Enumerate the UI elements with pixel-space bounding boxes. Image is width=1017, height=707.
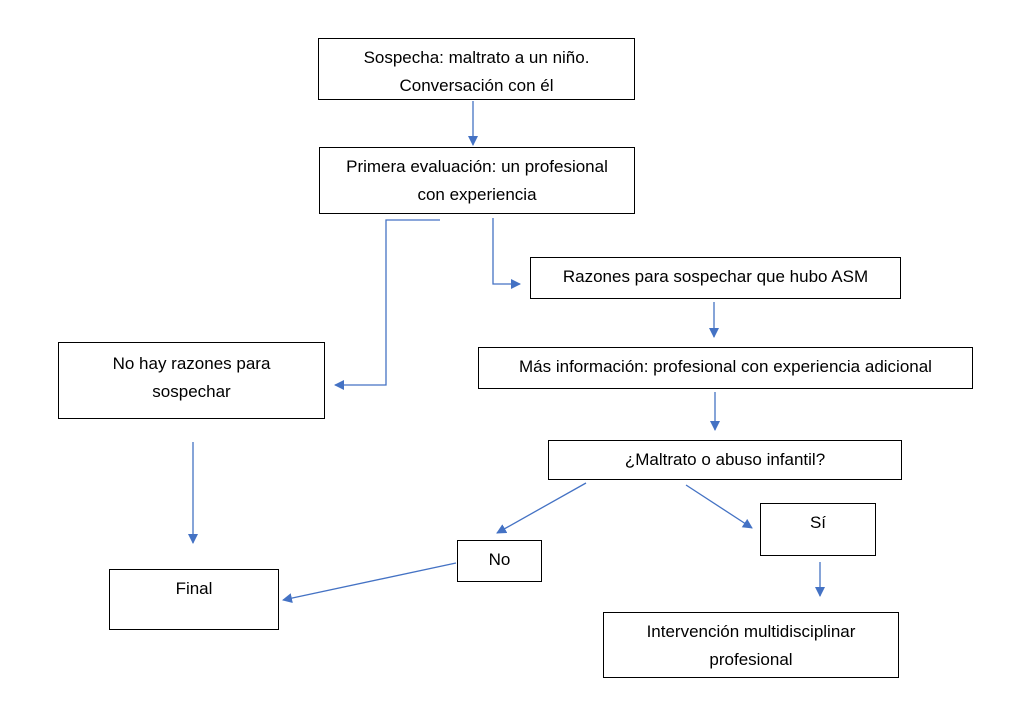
node-suspicion: Sospecha: maltrato a un niño. Conversaci… [318, 38, 635, 100]
node-first-evaluation-line-2: con experiencia [417, 185, 537, 204]
arrow-question-to-yes [685, 484, 753, 529]
node-intervention-line-1: Intervención multidisciplinar [646, 622, 856, 641]
node-first-evaluation: Primera evaluación: un profesional con e… [319, 147, 635, 214]
node-no-line-1: No [488, 550, 511, 569]
node-no-reasons-line-1: No hay razones para [112, 354, 271, 373]
node-suspicion-line-1: Sospecha: maltrato a un niño. [363, 48, 590, 67]
node-more-information-line-1: Más información: profesional con experie… [519, 357, 932, 376]
arrow-question-to-no [496, 482, 587, 534]
node-more-information: Más información: profesional con experie… [478, 347, 973, 389]
node-final: Final [109, 569, 279, 630]
node-intervention-line-2: profesional [709, 650, 793, 669]
node-no: No [457, 540, 542, 582]
arrow-first-evaluation-to-no-reasons [334, 219, 440, 390]
node-question: ¿Maltrato o abuso infantil? [548, 440, 902, 480]
node-reasons-line-1: Razones para sospechar que hubo ASM [562, 267, 869, 286]
node-final-line-1: Final [175, 579, 213, 598]
node-no-reasons: No hay razones para sospechar [58, 342, 325, 419]
arrow-first-evaluation-to-reasons [492, 218, 521, 289]
node-yes: Sí [760, 503, 876, 556]
node-first-evaluation-line-1: Primera evaluación: un profesional [346, 157, 608, 176]
node-question-line-1: ¿Maltrato o abuso infantil? [624, 450, 826, 469]
node-yes-line-1: Sí [809, 513, 827, 532]
arrow-no-to-final [282, 562, 457, 604]
node-intervention: Intervención multidisciplinar profesiona… [603, 612, 899, 678]
node-reasons: Razones para sospechar que hubo ASM [530, 257, 901, 299]
node-no-reasons-line-2: sospechar [152, 382, 231, 401]
node-suspicion-line-2: Conversación con él [399, 76, 554, 95]
